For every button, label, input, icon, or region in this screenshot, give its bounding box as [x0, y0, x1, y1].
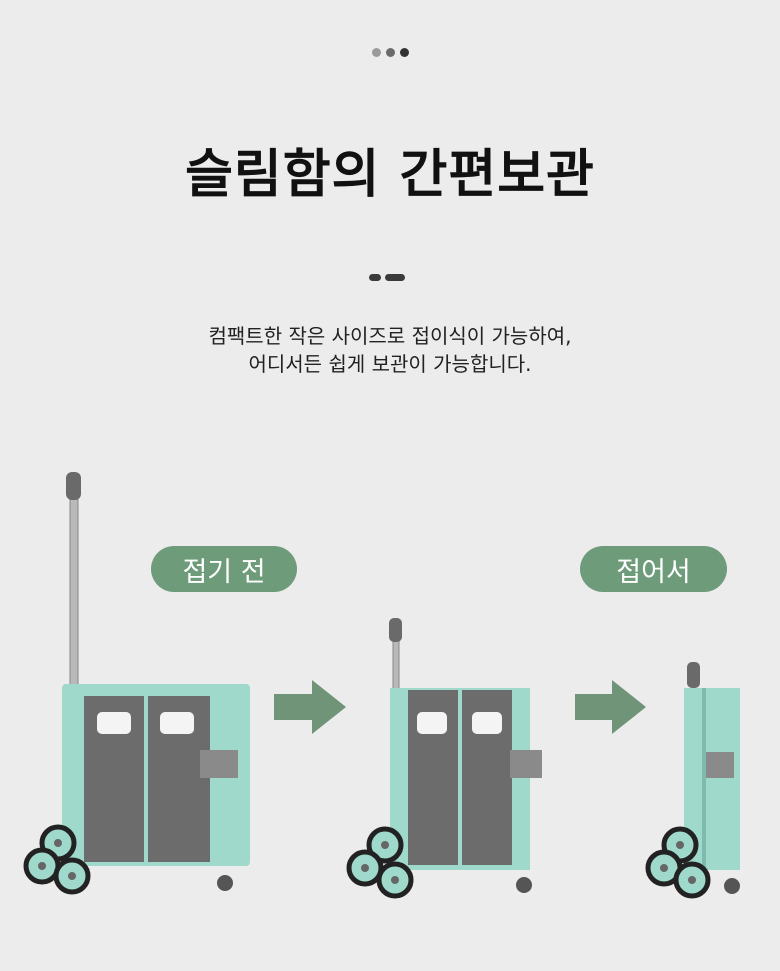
arrow-right-icon	[575, 680, 646, 734]
cart-unfolded	[26, 472, 250, 892]
page-indicator	[372, 48, 409, 57]
cart-handle-pole	[69, 494, 79, 691]
label-after-folding: 접어서	[580, 546, 727, 592]
label-before-folding: 접기 전	[151, 546, 297, 592]
cart-folded	[648, 662, 740, 896]
description: 컴팩트한 작은 사이즈로 접이식이 가능하여, 어디서든 쉽게 보관이 가능합니…	[0, 322, 780, 378]
description-line-2: 어디서든 쉽게 보관이 가능합니다.	[248, 352, 532, 376]
page-title: 슬림함의 간편보관	[185, 145, 595, 205]
arrow-right-icon	[274, 680, 346, 734]
cart-handle-grip	[66, 472, 81, 500]
indicator-dot	[386, 48, 395, 57]
divider	[369, 274, 405, 281]
indicator-dot	[372, 48, 381, 57]
cart-half-folded	[349, 618, 542, 896]
description-line-1: 컴팩트한 작은 사이즈로 접이식이 가능하여,	[208, 324, 572, 348]
indicator-dot	[400, 48, 409, 57]
